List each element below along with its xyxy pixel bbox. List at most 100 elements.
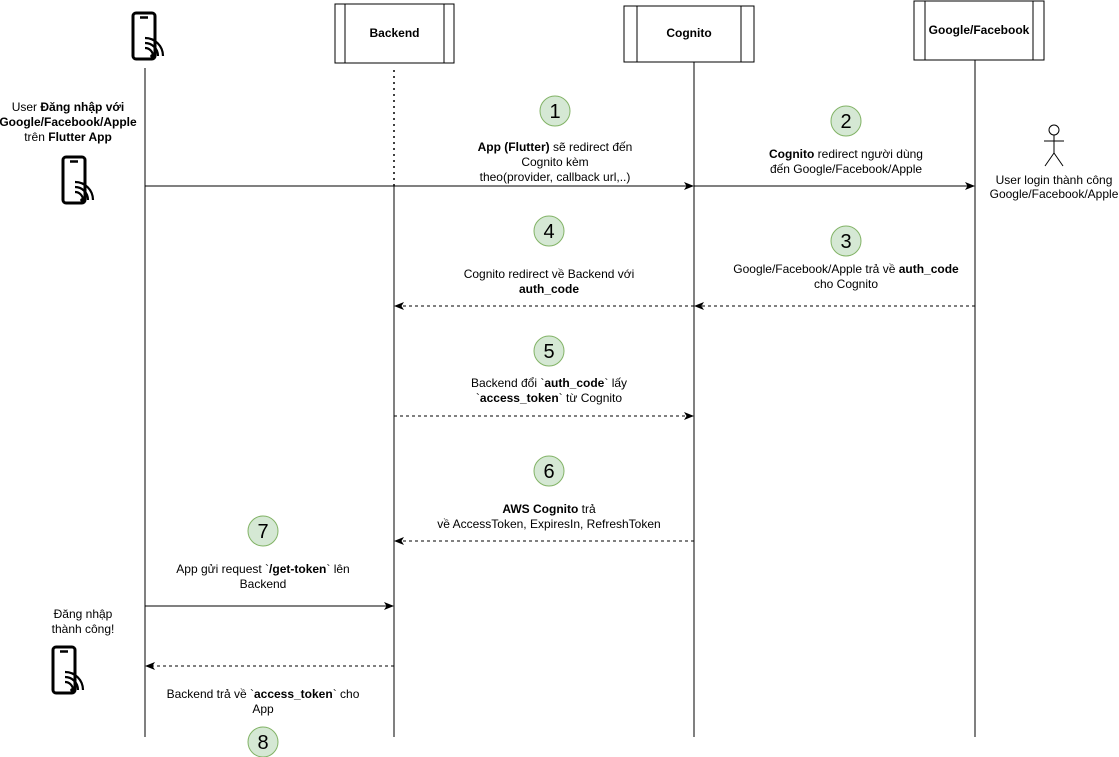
label-run: AWS Cognito xyxy=(502,502,578,516)
step-5-badge: 5 xyxy=(533,335,565,367)
label-run: User xyxy=(12,100,41,114)
step-number: 4 xyxy=(543,221,554,243)
step-3-badge: 3 xyxy=(830,225,862,257)
label-line: Cognito redirect người dùng xyxy=(769,147,923,161)
label-run: theo(provider, callback url,..) xyxy=(480,170,631,184)
mobile-contactless-icon xyxy=(51,645,85,695)
label-run: ` cho xyxy=(333,687,360,701)
step-number: 3 xyxy=(840,231,851,253)
label-run: access_token xyxy=(480,391,559,405)
mobile-contactless-icon xyxy=(131,11,165,61)
label-run: Đăng nhập xyxy=(54,607,113,621)
step-circle xyxy=(247,726,279,757)
label-line: đến Google/Facebook/Apple xyxy=(770,162,922,176)
label-line: App gửi request `/get-token` lên xyxy=(176,562,349,576)
step-2-badge: 2 xyxy=(830,105,862,137)
label-run: ` xyxy=(476,391,480,405)
label-run: App gửi request ` xyxy=(176,562,269,576)
label-run: Backend xyxy=(240,577,287,591)
label-run: auth_code xyxy=(899,262,959,276)
step-circle xyxy=(533,215,565,247)
label-run: auth_code xyxy=(519,282,579,296)
label-run: sẽ redirect đến xyxy=(550,140,633,154)
label-run: Cognito kèm xyxy=(521,155,588,169)
step-7-badge: 7 xyxy=(247,515,279,547)
label-run: access_token xyxy=(254,687,333,701)
label-line: Google/Facebook/Apple trả về auth_code xyxy=(733,262,959,276)
label-line: User Đăng nhập với xyxy=(12,100,125,114)
label-run: ` từ Cognito xyxy=(559,391,623,405)
step-6-badge: 6 xyxy=(533,455,565,487)
label-line: Google/Facebook/Apple xyxy=(990,187,1119,201)
label-run: thành công! xyxy=(52,622,115,636)
provider-participant: Google/Facebook xyxy=(913,0,1045,61)
label-line: thành công! xyxy=(52,622,115,636)
label-line: App xyxy=(252,702,274,716)
label-run: /get-token xyxy=(269,562,326,576)
label-line: AWS Cognito trả xyxy=(502,502,596,516)
label-run: ` lấy xyxy=(604,376,627,390)
step-circle xyxy=(533,455,565,487)
cognito-participant: Cognito xyxy=(623,5,755,63)
label-run: Google/Facebook/Apple xyxy=(990,187,1119,201)
backend-participant: Backend xyxy=(334,3,455,64)
step-number: 5 xyxy=(543,341,554,363)
step-circle xyxy=(533,335,565,367)
label-run: App (Flutter) xyxy=(478,140,550,154)
label-line: cho Cognito xyxy=(814,277,878,291)
backend-label: Backend xyxy=(369,26,419,40)
label-line: Cognito kèm xyxy=(521,155,588,169)
step-circle xyxy=(247,515,279,547)
step-8-badge: 8 xyxy=(247,726,279,757)
label-run: cho Cognito xyxy=(814,277,878,291)
label-line: Google/Facebook/Apple xyxy=(0,115,137,129)
step-1-badge: 1 xyxy=(539,95,571,127)
mobile-contactless-icon xyxy=(61,155,95,205)
label-line: App (Flutter) sẽ redirect đến xyxy=(478,140,633,154)
label-line: Backend xyxy=(240,577,287,591)
label-line: trên Flutter App xyxy=(24,130,112,144)
provider-label: Google/Facebook xyxy=(929,23,1030,37)
label-line: theo(provider, callback url,..) xyxy=(480,170,631,184)
stick-figure-actor-icon xyxy=(1044,124,1064,167)
label-line: auth_code xyxy=(519,282,579,296)
label-line: User login thành công xyxy=(996,173,1113,187)
cognito-label: Cognito xyxy=(666,26,711,40)
step-number: 6 xyxy=(543,461,554,483)
label-run: Google/Facebook/Apple xyxy=(0,115,137,129)
label-run: Flutter App xyxy=(48,130,112,144)
step-number: 1 xyxy=(549,101,560,123)
step-5-label: Backend đổi `auth_code` lấy`access_token… xyxy=(471,376,627,405)
label-run: Backend đổi ` xyxy=(471,376,544,390)
label-run: Backend trả về ` xyxy=(167,687,254,701)
step-circle xyxy=(830,225,862,257)
label-run: về AccessToken, ExpiresIn, RefreshToken xyxy=(437,517,660,531)
label-run: Đăng nhập với xyxy=(40,100,124,114)
label-run: auth_code xyxy=(544,376,604,390)
label-line: Backend đổi `auth_code` lấy xyxy=(471,376,627,390)
label-line: về AccessToken, ExpiresIn, RefreshToken xyxy=(437,517,660,531)
label-run: redirect người dùng xyxy=(814,147,923,161)
step-4-badge: 4 xyxy=(533,215,565,247)
step-number: 2 xyxy=(840,111,851,133)
label-line: Cognito redirect về Backend với xyxy=(464,267,635,281)
label-line: Backend trả về `access_token` cho xyxy=(167,687,360,701)
label-line: `access_token` từ Cognito xyxy=(476,391,622,405)
label-run: trên xyxy=(24,130,48,144)
label-run: Cognito xyxy=(769,147,814,161)
label-run: App xyxy=(252,702,274,716)
step-circle xyxy=(830,105,862,137)
label-run: Google/Facebook/Apple trả về xyxy=(733,262,898,276)
label-run: ` lên xyxy=(326,562,349,576)
step-number: 7 xyxy=(257,521,268,543)
label-run: đến Google/Facebook/Apple xyxy=(770,162,922,176)
